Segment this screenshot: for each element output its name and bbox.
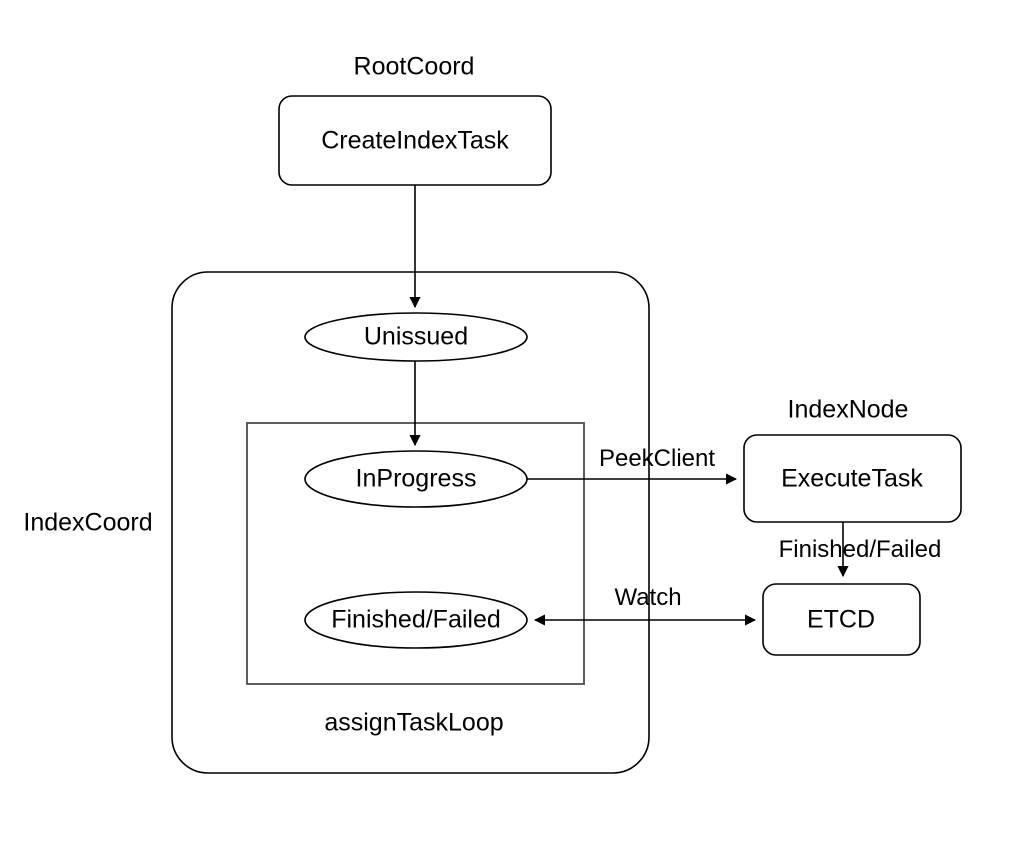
node-label-unissued: Unissued [363, 322, 469, 351]
node-label-in-progress: InProgress [355, 464, 477, 493]
node-execute-task[interactable] [743, 434, 962, 523]
node-create-index-task[interactable] [278, 95, 552, 186]
node-in-progress[interactable] [304, 450, 528, 508]
edge-label-finished-failed: Finished/Failed [778, 536, 942, 563]
node-finished-failed[interactable] [304, 591, 528, 649]
edge-label-watch: Watch [614, 584, 682, 611]
node-label-create-index-task: CreateIndexTask [321, 126, 509, 155]
edge-label-peekclient: PeekClient [598, 445, 716, 472]
node-label-finished-failed: Finished/Failed [331, 605, 501, 634]
group-label-rootcoord: RootCoord [353, 52, 475, 81]
node-label-etcd: ETCD [806, 605, 876, 634]
group-label-indexnode: IndexNode [787, 395, 909, 424]
group-indexcoord-boundary [171, 271, 650, 774]
node-unissued[interactable] [304, 312, 528, 362]
group-label-indexcoord: IndexCoord [23, 508, 153, 537]
node-etcd[interactable] [762, 583, 921, 656]
group-label-assigntaskloop: assignTaskLoop [324, 708, 504, 737]
node-label-execute-task: ExecuteTask [781, 464, 923, 493]
